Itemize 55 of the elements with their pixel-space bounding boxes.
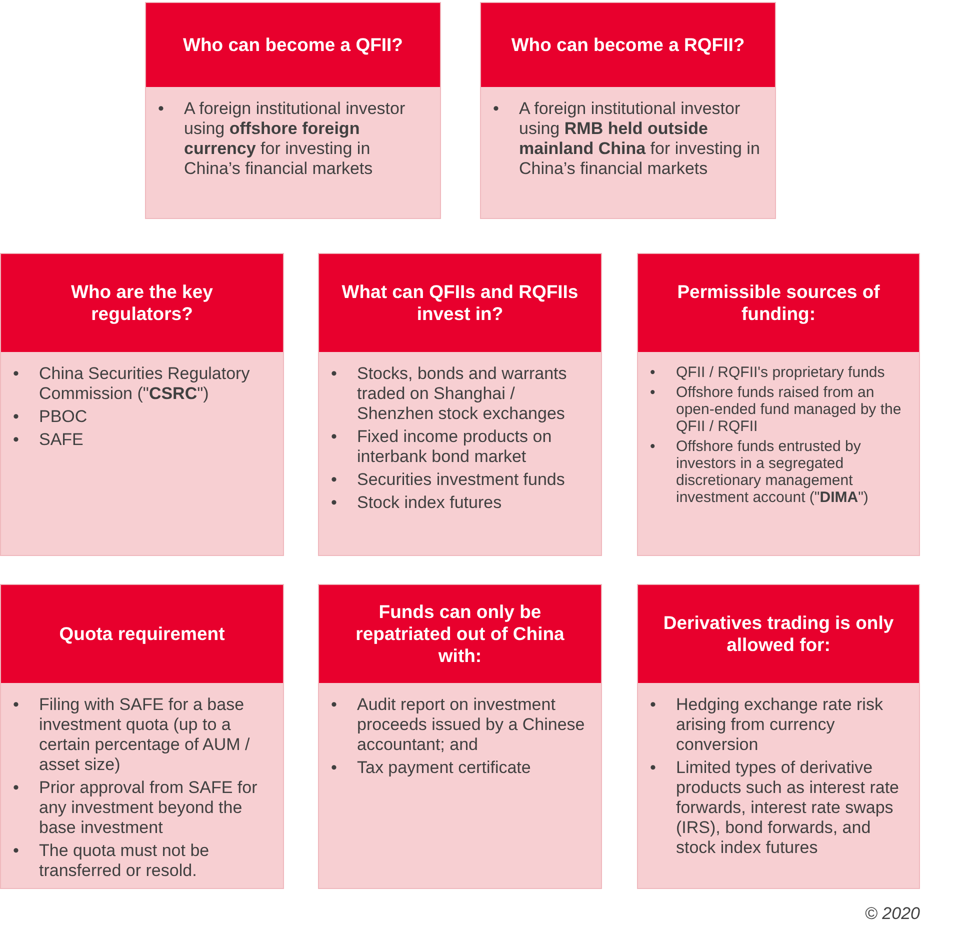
card-heading: What can QFIIs and RQFIIs invest in? <box>319 254 601 352</box>
bullet-marker: • <box>331 493 338 513</box>
bullet-text: A foreign institutional investor using RMB held outside mainland China for investing in China’s financial markets <box>519 99 761 179</box>
info-card <box>0 253 284 556</box>
bullet-marker: • <box>331 695 338 716</box>
card-heading: Funds can only be repatriated out of China with: <box>319 585 601 683</box>
info-card <box>318 584 602 889</box>
bullet-marker: • <box>331 470 338 490</box>
bullet-marker: • <box>13 430 20 450</box>
bullet-marker: • <box>650 364 656 381</box>
bullet-text: Stocks, bonds and warrants traded on Shanghai / Shenzhen stock exchanges <box>357 364 568 424</box>
bullet-text: Fixed income products on interbank bond market <box>357 427 553 467</box>
info-card <box>318 253 602 556</box>
card-heading: Who are the key regulators? <box>1 254 283 352</box>
card-heading: Permissible sources of funding: <box>638 254 919 352</box>
bullet-marker: • <box>331 364 338 385</box>
bullet-text: Filing with SAFE for a base investment quota (up to a certain percentage of AUM / asset size) <box>39 695 251 775</box>
bullet-marker: • <box>650 758 657 779</box>
bullet-text: A foreign institutional investor using offshore foreign currency for investing in China’s financial markets <box>184 99 406 179</box>
info-card <box>145 2 441 219</box>
card-heading: Who can become a QFII? <box>146 3 440 87</box>
bullet-marker: • <box>331 758 338 778</box>
bullet-text: Hedging exchange rate risk arising from currency conversion <box>676 695 884 755</box>
card-heading: Quota requirement <box>1 585 283 683</box>
copyright-note: © 2020 <box>864 904 920 924</box>
bullet-text: China Securities Regulatory Commission ("CSRC") <box>39 364 251 404</box>
bullet-text: Limited types of derivative products such as interest rate forwards, interest rate swaps (IRS), bond forwards, and stock index futures <box>676 758 900 858</box>
info-card <box>0 584 284 889</box>
bullet-text: PBOC <box>39 407 88 427</box>
bullet-text: QFII / RQFII's proprietary funds <box>676 364 886 381</box>
info-card <box>480 2 776 219</box>
bullet-text: SAFE <box>39 430 84 450</box>
bullet-text: The quota must not be transferred or resold. <box>39 841 210 881</box>
bullet-text: Prior approval from SAFE for any investment beyond the base investment <box>39 778 258 838</box>
bullet-marker: • <box>650 695 657 716</box>
bullet-text: Offshore funds raised from an open-ended fund managed by the QFII / RQFII <box>676 384 902 435</box>
bullet-marker: • <box>650 438 656 457</box>
bullet-marker: • <box>13 695 20 716</box>
bullet-text: Audit report on investment proceeds issued by a Chinese accountant; and <box>357 695 586 755</box>
info-card <box>637 253 920 556</box>
bullet-text: Tax payment certificate <box>357 758 532 778</box>
info-card <box>637 584 920 889</box>
bullet-text: Stock index futures <box>357 493 503 513</box>
bullet-text: Offshore funds entrusted by investors in a segregated discretionary management investment account ("DIMA") <box>676 438 870 506</box>
bullet-marker: • <box>331 427 338 448</box>
bullet-marker: • <box>158 99 165 120</box>
bullet-marker: • <box>650 384 656 403</box>
bullet-marker: • <box>13 364 20 385</box>
card-heading: Who can become a RQFII? <box>481 3 775 87</box>
bullet-marker: • <box>13 778 20 799</box>
bullet-marker: • <box>13 407 20 427</box>
card-heading: Derivatives trading is only allowed for: <box>638 585 919 683</box>
bullet-marker: • <box>493 99 500 120</box>
bullet-marker: • <box>13 841 20 862</box>
bullet-text: Securities investment funds <box>357 470 566 490</box>
